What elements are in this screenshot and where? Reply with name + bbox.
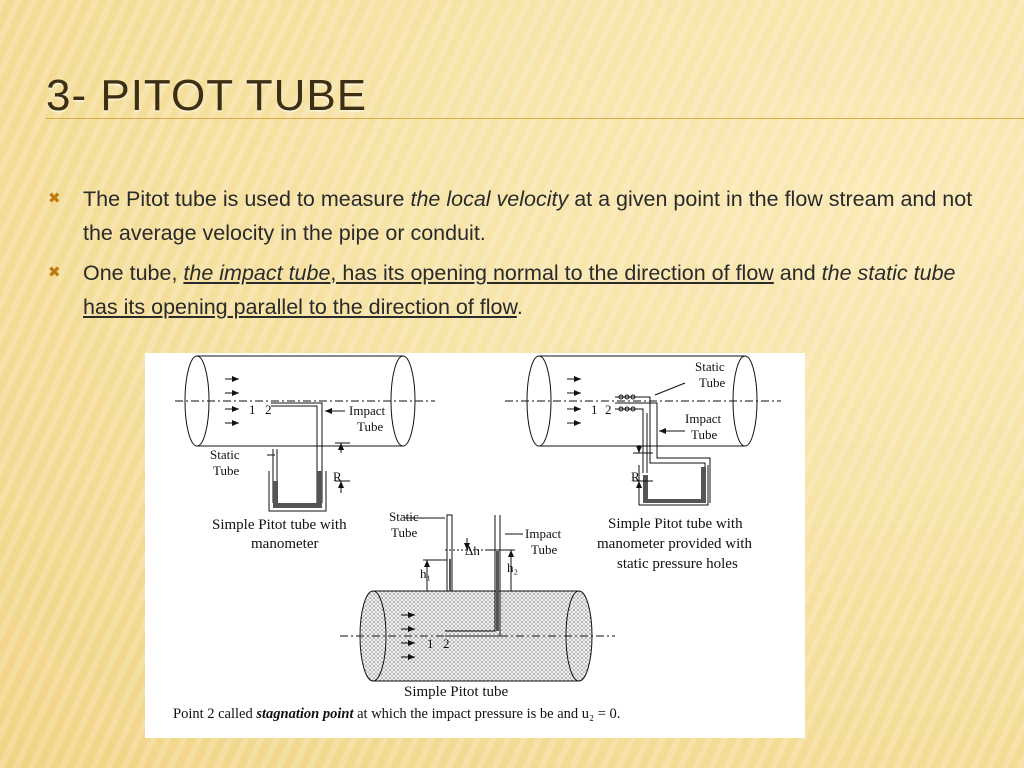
- bullet-emphasis: the static tube: [821, 261, 956, 285]
- bullet-item: ✖ One tube, the impact tube, has its ope…: [48, 256, 978, 324]
- bullet-list: ✖ The Pitot tube is used to measure the …: [48, 182, 978, 330]
- bullet-item: ✖ The Pitot tube is used to measure the …: [48, 182, 978, 250]
- bullet-text: .: [516, 295, 523, 319]
- left-caption: Simple Pitot tube with: [212, 517, 347, 533]
- right-caption: Simple Pitot tube with: [608, 516, 743, 532]
- pitot-tube-figure: 1 2 Impact Tube Static Tube R Simple Pit…: [145, 353, 805, 738]
- left-impact-label: Impact: [349, 403, 385, 418]
- center-impact-label: Tube: [531, 542, 557, 557]
- left-point-2: 2: [265, 402, 272, 417]
- right-caption: manometer provided with: [597, 536, 752, 552]
- left-point-1: 1: [249, 402, 256, 417]
- bullet-text: has its opening parallel to the directio…: [83, 295, 517, 319]
- bullet-text: One tube,: [83, 261, 184, 285]
- right-static-label: Tube: [699, 375, 725, 390]
- bullet-text: The Pitot tube is used to measure: [83, 187, 411, 211]
- left-static-label: Static: [210, 447, 240, 462]
- slide-title: 3- Pitot Tube: [46, 71, 368, 120]
- center-caption: Simple Pitot tube: [404, 684, 509, 700]
- x-bullet-icon: ✖: [48, 264, 61, 281]
- right-pipe-diagram: [505, 355, 781, 506]
- left-r-label: R: [333, 469, 342, 484]
- right-impact-label: Impact: [685, 411, 721, 426]
- center-point-2: 2: [443, 636, 450, 651]
- center-h2-label: h₂: [507, 560, 518, 575]
- right-point-1: 1: [591, 402, 598, 417]
- center-static-label: Static: [389, 509, 419, 524]
- right-r-label: R: [631, 469, 640, 484]
- left-static-label: Tube: [213, 463, 239, 478]
- bullet-text: at a given point in the flow stream and …: [83, 187, 973, 245]
- center-static-label: Tube: [391, 525, 417, 540]
- right-caption: static pressure holes: [617, 556, 738, 572]
- center-impact-label: Impact: [525, 526, 561, 541]
- right-static-label: Static: [695, 359, 725, 374]
- title-divider: [46, 118, 1024, 119]
- bullet-emphasis: the impact tube: [183, 261, 331, 285]
- center-h1-label: h₁: [420, 566, 431, 581]
- left-caption: manometer: [251, 536, 318, 552]
- center-point-1: 1: [427, 636, 434, 651]
- center-pipe-diagram: [340, 514, 615, 682]
- bullet-emphasis: the local velocity: [410, 187, 569, 211]
- stagnation-note: Point 2 called stagnation point at which…: [173, 706, 620, 722]
- right-impact-label: Tube: [691, 427, 717, 442]
- x-bullet-icon: ✖: [48, 190, 61, 207]
- left-impact-label: Tube: [357, 419, 383, 434]
- center-dh-label: Δh: [465, 543, 480, 558]
- bullet-text: , has its opening normal to the directio…: [330, 261, 774, 285]
- right-point-2: 2: [605, 402, 612, 417]
- pitot-diagram: 1 2 Impact Tube Static Tube R Simple Pit…: [173, 355, 781, 722]
- bullet-text: and: [773, 261, 822, 285]
- left-pipe-diagram: [175, 355, 435, 512]
